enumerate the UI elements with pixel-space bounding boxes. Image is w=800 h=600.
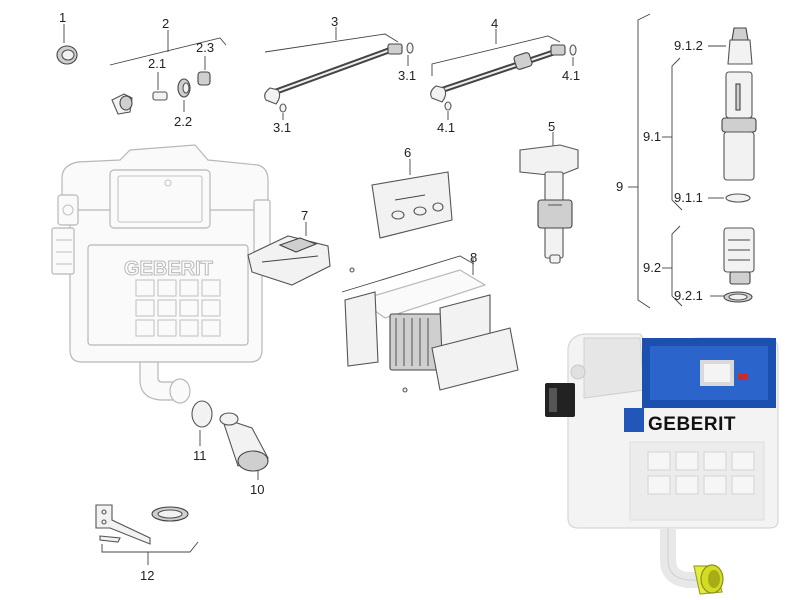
part-9-flush-valve-set (628, 13, 683, 309)
cistern-outline-ghost: GEBERIT (51, 144, 271, 404)
part-6-mounting-plate (371, 159, 453, 239)
part-4-hose-with-valve (430, 29, 577, 120)
photo-brand-logo: GEBERIT (648, 414, 736, 435)
callout-9: 9 (616, 179, 623, 194)
part-2-valve-connector-set (109, 30, 227, 115)
callout-3-1-right: 3.1 (398, 68, 416, 83)
part-8-actuator-box (341, 255, 519, 393)
callout-2-2: 2.2 (174, 114, 192, 129)
part-1-nut (56, 24, 78, 65)
part-9-1-flush-valve-body (721, 71, 757, 181)
callout-12: 12 (140, 568, 154, 583)
part-7-bracket (247, 222, 331, 286)
callout-6: 6 (404, 145, 411, 160)
callout-2-1: 2.1 (148, 56, 166, 71)
callout-4-1-left: 4.1 (437, 120, 455, 135)
callout-9-2: 9.2 (643, 260, 661, 275)
part-9-1-2-valve-top (708, 27, 753, 65)
callout-3: 3 (331, 14, 338, 29)
callout-4: 4 (491, 16, 498, 31)
callout-9-1-2: 9.1.2 (674, 38, 703, 53)
callout-9-1: 9.1 (643, 129, 661, 144)
callout-2-3: 2.3 (196, 40, 214, 55)
part-5-fill-valve (519, 132, 579, 264)
part-9-2-overflow (723, 227, 755, 285)
product-photo-cistern: GEBERIT (545, 333, 779, 595)
part-3-hose (264, 27, 414, 120)
callout-10: 10 (250, 482, 264, 497)
callout-7: 7 (301, 208, 308, 223)
photo-brand-square (624, 408, 644, 432)
callout-9-1-1: 9.1.1 (674, 190, 703, 205)
callout-4-1-right: 4.1 (562, 68, 580, 83)
part-9-1-1-seal (708, 193, 751, 203)
callout-11: 11 (193, 448, 207, 463)
part-9-2-1-ring (710, 291, 753, 303)
part-12-mounting-brackets (95, 504, 199, 565)
actuator-module-ribs (395, 318, 429, 366)
callout-1: 1 (59, 10, 66, 25)
callout-9-2-1: 9.2.1 (674, 288, 703, 303)
ghost-brand-logo: GEBERIT (124, 258, 213, 280)
part-10-pipe-connector (219, 412, 269, 480)
callout-8: 8 (470, 250, 477, 265)
part-11-seal-ring (191, 400, 213, 446)
callout-2: 2 (162, 16, 169, 31)
callout-3-1-left: 3.1 (273, 120, 291, 135)
callout-5: 5 (548, 119, 555, 134)
